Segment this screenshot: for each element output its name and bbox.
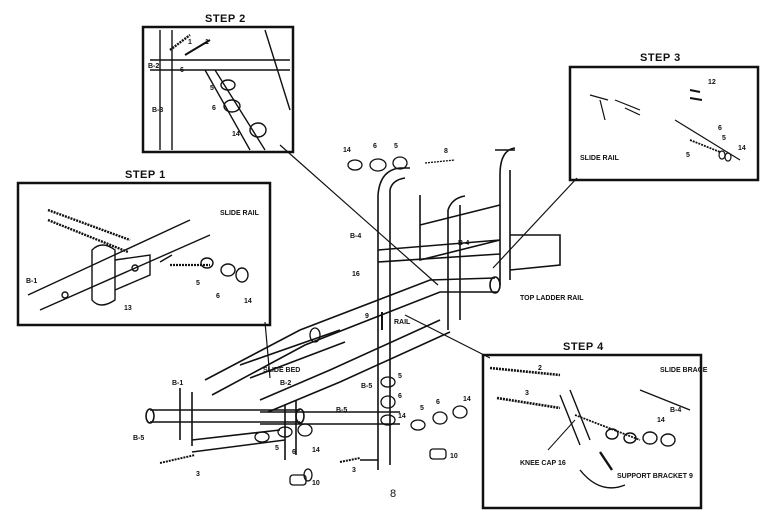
top-ladder-rail-label: TOP LADDER RAIL xyxy=(520,295,584,302)
step1-heading: STEP 1 xyxy=(125,169,166,181)
step2-panel xyxy=(141,25,295,154)
slide-rail-label: SLIDE RAIL xyxy=(580,155,620,162)
leader-line xyxy=(404,314,491,359)
washer-icon xyxy=(369,158,387,172)
step4-panel xyxy=(481,353,703,510)
step1-panel xyxy=(16,181,272,327)
part-label: B-2 xyxy=(280,380,291,387)
part-label: 5 xyxy=(398,373,402,380)
step3-panel xyxy=(568,65,760,182)
part-label: 5 xyxy=(722,135,726,142)
part-label: 6 xyxy=(216,293,220,300)
part-label: 5 xyxy=(210,85,214,92)
part-label: B-4 xyxy=(670,407,681,414)
part-label: 1 xyxy=(188,39,192,46)
step2-heading: STEP 2 xyxy=(205,13,246,25)
part-label: 6 xyxy=(373,143,377,150)
part-label: 1 xyxy=(205,39,209,46)
nut-icon xyxy=(220,79,236,91)
main-frame xyxy=(145,147,561,470)
part-label: 3 xyxy=(352,467,356,474)
part-label: 8 xyxy=(444,148,448,155)
part-label: 5 xyxy=(394,143,398,150)
part-label: 14 xyxy=(343,147,351,154)
part-label: 6 xyxy=(398,393,402,400)
slide-brace-label: SLIDE BRACE xyxy=(660,367,708,374)
part-label: 14 xyxy=(244,298,252,305)
part-label: 5 xyxy=(420,405,424,412)
part-label: 5 xyxy=(686,152,690,159)
part-label: 10 xyxy=(312,480,320,487)
part-label: 12 xyxy=(708,79,716,86)
end-cap-icon xyxy=(429,448,447,460)
part-label: 3 xyxy=(525,390,529,397)
part-label: 5 xyxy=(196,280,200,287)
part-label: B-5 xyxy=(133,435,144,442)
leader-line xyxy=(264,321,271,379)
slide-bed-label: SLIDE BED xyxy=(263,367,300,374)
part-label: B-3 xyxy=(152,107,163,114)
part-label: 14 xyxy=(463,396,471,403)
part-label: 5 xyxy=(275,445,279,452)
step4-heading: STEP 4 xyxy=(563,341,604,353)
bolt-icon xyxy=(424,159,456,164)
leader-line xyxy=(547,419,576,451)
washer-icon xyxy=(392,156,408,170)
part-label: 10 xyxy=(450,453,458,460)
part-label: 6 xyxy=(292,449,296,456)
part-label: B-5 xyxy=(361,383,372,390)
leader-line xyxy=(492,177,578,269)
part-label: 13 xyxy=(124,305,132,312)
page-number: 8 xyxy=(390,488,396,500)
part-label: B-2 xyxy=(148,63,159,70)
washer-icon xyxy=(220,263,236,277)
rail-label: RAIL xyxy=(394,319,411,326)
slide-rail-label: SLIDE RAIL xyxy=(220,210,260,217)
part-label: 16 xyxy=(352,271,360,278)
washer-icon xyxy=(223,99,241,113)
part-label: 2 xyxy=(538,365,542,372)
part-label: B-5 xyxy=(336,407,347,414)
part-label: 14 xyxy=(398,413,406,420)
part-label: 6 xyxy=(180,67,184,74)
part-label: B-1 xyxy=(26,278,37,285)
part-label: 14 xyxy=(738,145,746,152)
part-label: 6 xyxy=(718,125,722,132)
part-label: 6 xyxy=(436,399,440,406)
nut-icon xyxy=(347,159,363,171)
part-label: 14 xyxy=(232,131,240,138)
bolt-icon xyxy=(159,454,196,464)
support-bracket-label: SUPPORT BRACKET 9 xyxy=(617,473,693,480)
nut-icon xyxy=(200,257,214,269)
part-label: 6 xyxy=(212,105,216,112)
part-label: B-4 xyxy=(350,233,361,240)
knee-cap-label: KNEE CAP 16 xyxy=(520,460,566,467)
part-label: 3 xyxy=(196,471,200,478)
part-label: 9 xyxy=(365,313,369,320)
part-label: 14 xyxy=(312,447,320,454)
part-label: B-4 xyxy=(458,240,469,247)
leader-line xyxy=(279,144,439,286)
part-label: 14 xyxy=(657,417,665,424)
step3-heading: STEP 3 xyxy=(640,52,681,64)
main-hardware xyxy=(159,156,468,486)
washer-icon xyxy=(249,122,267,138)
part-label: B-1 xyxy=(172,380,183,387)
bolt-icon xyxy=(339,457,361,463)
